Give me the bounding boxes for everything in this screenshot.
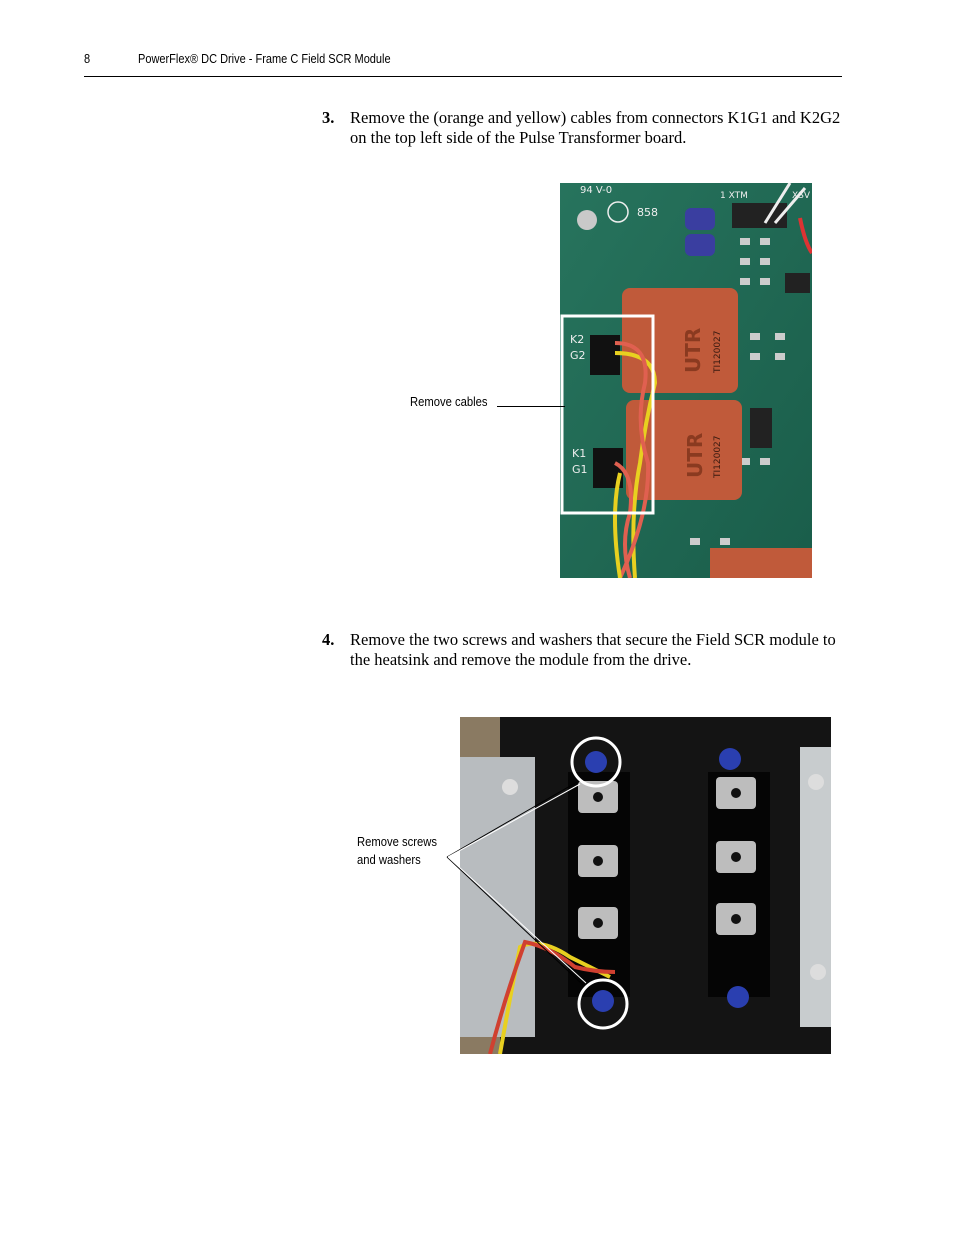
board-code: 858 xyxy=(637,206,658,219)
screw-top-left xyxy=(585,751,607,773)
callout-remove-screws: Remove screws and washers xyxy=(357,833,437,869)
step-text: Remove the (orange and yellow) cables fr… xyxy=(350,108,841,147)
field-scr-module-photo xyxy=(460,717,831,1054)
highlight-circle-top xyxy=(570,736,622,788)
yellow-cable xyxy=(614,351,658,578)
transformer-brand: UTR xyxy=(681,328,705,373)
heatsink-plate xyxy=(500,717,831,1054)
g2-label: G2 xyxy=(570,349,586,362)
orange-cable xyxy=(614,341,651,578)
step-number: 4. xyxy=(322,630,335,649)
xtm-label: 1 XTM xyxy=(720,191,748,201)
g1-label: G1 xyxy=(572,463,588,476)
xsv-label: XSV xyxy=(792,191,811,201)
k2-label: K2 xyxy=(570,333,584,346)
callout-leader-line xyxy=(497,406,565,407)
screw-bottom-left xyxy=(592,990,614,1012)
k1-label: K1 xyxy=(572,447,586,460)
callout-leader-lines xyxy=(446,781,587,986)
page-number: 8 xyxy=(84,52,91,66)
running-header-title: PowerFlex® DC Drive - Frame C Field SCR … xyxy=(138,52,391,66)
board-marking: 94 V-0 xyxy=(580,185,612,196)
transformer-code: TI120027 xyxy=(713,330,723,374)
callout-line-1: Remove screws xyxy=(357,835,438,849)
callout-remove-cables: Remove cables xyxy=(410,395,488,409)
step-text: Remove the two screws and washers that s… xyxy=(350,630,836,669)
step-number: 3. xyxy=(322,108,335,127)
highlight-circle-bottom xyxy=(577,978,629,1030)
pulse-transformer-board-photo: 94 V-0 858 1 XTM XSV UTR TI120027 UTR TI… xyxy=(560,183,812,578)
transformer-code-2: TI120027 xyxy=(713,435,723,479)
highlight-box xyxy=(560,314,655,515)
header-rule xyxy=(84,76,842,77)
scr-module-right xyxy=(708,772,770,997)
transformer-brand-2: UTR xyxy=(683,433,707,478)
callout-line-2: and washers xyxy=(357,853,421,867)
